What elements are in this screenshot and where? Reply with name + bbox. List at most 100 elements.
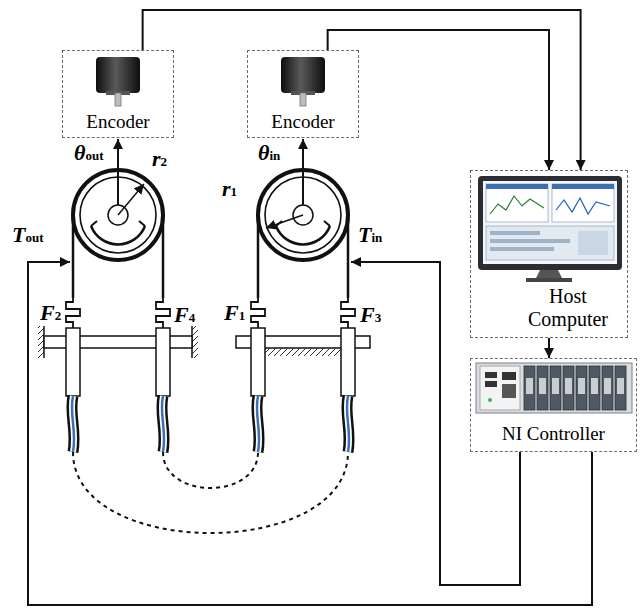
ni-connector xyxy=(565,378,572,394)
ni-io-module xyxy=(563,366,574,410)
label-anchor: F1 xyxy=(224,302,245,324)
force-sensor xyxy=(341,298,355,328)
force-sensor xyxy=(251,298,265,328)
cable-housing xyxy=(156,328,170,396)
force-sensor xyxy=(156,298,170,328)
signal-wire xyxy=(143,10,581,170)
cable-housing xyxy=(66,328,80,396)
label-anchor: θin xyxy=(258,142,280,164)
signal-wire xyxy=(328,30,549,170)
cable-line xyxy=(73,215,163,298)
ni-controller-module xyxy=(480,366,520,410)
pulley-cable-arc xyxy=(276,226,330,244)
wall-hatch xyxy=(192,326,198,358)
screen-bar xyxy=(490,239,570,243)
label-anchor: Tin xyxy=(358,224,382,246)
monitor-screen xyxy=(483,181,617,264)
label-anchor: F3 xyxy=(360,304,381,326)
cable-stripe xyxy=(347,396,349,452)
screen-bar xyxy=(490,231,540,235)
cable-stripe xyxy=(257,396,259,452)
symbol-label: F1 xyxy=(224,302,245,324)
cable-sheath xyxy=(347,396,349,452)
cable-sheath xyxy=(72,396,74,452)
computer-box: Host Computer xyxy=(470,170,628,338)
cable-sheath xyxy=(257,396,259,452)
ni-connector xyxy=(552,378,559,394)
window-header xyxy=(552,184,614,189)
ni-io-module xyxy=(537,366,548,410)
ni-chassis xyxy=(476,363,632,413)
symbol-label: F2 xyxy=(40,302,61,324)
shaft-arrow xyxy=(117,139,119,205)
cable-stripe xyxy=(347,396,349,452)
screen-bar xyxy=(490,247,554,251)
ni-led xyxy=(488,398,492,402)
force-sensor xyxy=(66,298,80,328)
symbol-label: Tout xyxy=(12,224,44,246)
ni-connector xyxy=(604,378,611,394)
symbol-label: Tin xyxy=(358,224,382,246)
shaft-arrow xyxy=(302,139,304,205)
label-anchor: r1 xyxy=(222,178,237,200)
label-anchor: θout xyxy=(74,142,103,164)
screen-panel xyxy=(486,226,614,260)
ni-io-module xyxy=(602,366,613,410)
pulley-cable-arc xyxy=(91,226,145,244)
symbol-label: θin xyxy=(258,142,280,164)
torque-wire xyxy=(351,262,520,585)
label-anchor: F2 xyxy=(40,302,61,324)
ni-connector xyxy=(526,378,533,394)
ni-connector xyxy=(539,378,546,394)
cable-stripe xyxy=(257,396,259,452)
encoder-shaft xyxy=(115,93,121,106)
ni-io-module xyxy=(524,366,535,410)
symbol-label: r1 xyxy=(222,178,237,200)
label-anchor: Tout xyxy=(12,224,44,246)
cable-stripe xyxy=(162,396,164,452)
label-anchor: r2 xyxy=(152,148,167,170)
node-label: Host Computer xyxy=(513,285,623,331)
encoder-box: Encoder xyxy=(247,50,359,138)
encoder-body xyxy=(96,57,140,93)
window-header xyxy=(486,184,548,189)
cable-stripe xyxy=(72,396,74,452)
cable-stripe xyxy=(162,396,164,452)
ground-hatch xyxy=(264,348,342,356)
ni-io-module xyxy=(550,366,561,410)
screen-window xyxy=(552,184,614,222)
node-label: Encoder xyxy=(271,111,334,133)
ni-io-module xyxy=(576,366,587,410)
ni-port xyxy=(502,372,516,380)
bowden-cable xyxy=(72,396,349,452)
cable-line xyxy=(258,215,348,298)
screen-chart xyxy=(490,196,544,214)
ni-port xyxy=(502,384,516,398)
monitor-base xyxy=(526,278,572,282)
screen-button xyxy=(578,231,608,255)
symbol-label: r2 xyxy=(152,148,167,170)
controller-box: NI Controller xyxy=(470,358,637,452)
ni-connector xyxy=(591,378,598,394)
monitor-stand xyxy=(536,270,562,278)
cable-housing xyxy=(251,328,265,396)
node-label: Encoder xyxy=(86,111,149,133)
cable-sheath xyxy=(162,396,164,452)
screen-chart xyxy=(556,198,610,214)
cable-routing xyxy=(163,452,258,488)
monitor-frame xyxy=(478,176,622,270)
wall-hatch xyxy=(38,326,44,358)
cable-routing xyxy=(73,452,348,533)
cable-stripe xyxy=(72,396,74,452)
symbol-label: F3 xyxy=(360,304,381,326)
ni-io-module xyxy=(615,366,626,410)
ni-port xyxy=(485,381,497,387)
ni-connector xyxy=(617,378,624,394)
symbol-label: θout xyxy=(74,142,103,164)
label-anchor: F4 xyxy=(174,304,195,326)
encoder-shaft xyxy=(300,93,306,106)
ni-port xyxy=(485,372,497,378)
